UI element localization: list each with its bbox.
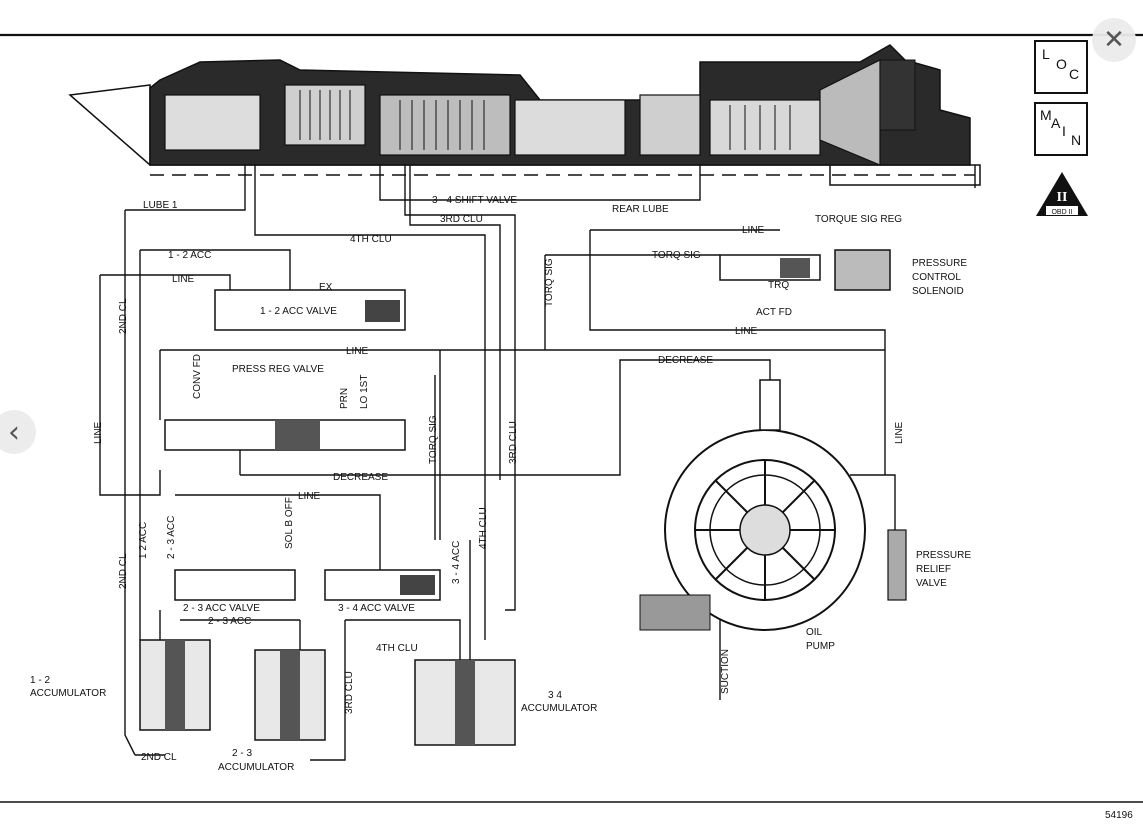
label-2nd-cl-b: 2ND CL bbox=[141, 752, 177, 763]
valve-bodies bbox=[164, 249, 891, 601]
label-torq-sig: TORQ SIG bbox=[652, 250, 701, 261]
label-1-2-acc: 1 - 2 ACC bbox=[168, 250, 211, 261]
label-torq-sig-v2: TORQ SIG bbox=[428, 415, 439, 464]
obd-roman: II bbox=[1057, 190, 1068, 205]
label-line-low: LINE bbox=[298, 491, 321, 502]
label-pcs-1: PRESSURE bbox=[912, 258, 967, 269]
label-accum12-1: 1 - 2 bbox=[30, 675, 50, 686]
label-1-2-acc-v: 1 2 ACC bbox=[138, 522, 149, 559]
label-oil-pump-1: OIL bbox=[806, 627, 823, 638]
label-pcs-2: CONTROL bbox=[912, 272, 961, 283]
label-2-3-acc: 2 - 3 ACC bbox=[166, 516, 177, 559]
label-line-right: LINE bbox=[735, 326, 758, 337]
label-rear-lube: REAR LUBE bbox=[612, 204, 669, 215]
label-line-vert-left: LINE bbox=[93, 421, 104, 444]
close-button[interactable]: ✕ bbox=[1092, 18, 1136, 62]
label-prv-1: PRESSURE bbox=[916, 550, 971, 561]
label-accum23-1: 2 - 3 bbox=[232, 748, 252, 759]
label-lo1st: LO 1ST bbox=[359, 375, 370, 409]
label-torque-sig-reg: TORQUE SIG REG bbox=[815, 214, 902, 225]
label-acc34-2: ACCUMULATOR bbox=[521, 703, 597, 714]
hydraulic-passages bbox=[99, 165, 896, 761]
main-icon[interactable]: M A I N bbox=[1034, 102, 1088, 156]
label-act-fd: ACT FD bbox=[756, 307, 792, 318]
label-prn: PRN bbox=[339, 388, 350, 409]
labels: LUBE 1 3 - 4 SHIFT VALVE REAR LUBE 3RD C… bbox=[30, 195, 1133, 821]
label-2nd-cl-v: 2ND CL bbox=[118, 553, 129, 589]
accumulators bbox=[139, 639, 516, 746]
label-line-left: LINE bbox=[172, 274, 195, 285]
label-line-top: LINE bbox=[742, 225, 765, 236]
label-lube1: LUBE 1 bbox=[143, 200, 178, 211]
label-press-reg: PRESS REG VALVE bbox=[232, 364, 324, 375]
label-2nd-cl: 2ND CL bbox=[118, 298, 129, 334]
label-pcs-3: SOLENOID bbox=[912, 286, 964, 297]
label-2-3-acc-valve: 2 - 3 ACC VALVE bbox=[183, 603, 260, 614]
obd-text: OBD II bbox=[1051, 209, 1072, 216]
label-4th-clu-v: 4TH CLU bbox=[478, 507, 489, 549]
figure-number: 54196 bbox=[1105, 810, 1133, 821]
loc-icon[interactable]: L O C bbox=[1034, 40, 1088, 94]
obd-ii-icon: II OBD II bbox=[1036, 172, 1088, 216]
label-3rd-clu-b: 3RD CLU bbox=[344, 671, 355, 714]
pressure-relief-valve bbox=[887, 529, 907, 601]
label-sol-b-off: SOL B OFF bbox=[284, 497, 295, 549]
transmission-cross-section bbox=[68, 44, 981, 188]
chevron-left-icon: ‹ bbox=[8, 414, 20, 450]
label-shift34: 3 - 4 SHIFT VALVE bbox=[432, 195, 517, 206]
label-4th-clu-b: 4TH CLU bbox=[376, 643, 418, 654]
close-icon: ✕ bbox=[1103, 25, 1125, 55]
previous-button[interactable]: ‹ bbox=[0, 410, 36, 454]
label-prv-2: RELIEF bbox=[916, 564, 951, 575]
label-2-3-acc-b: 2 - 3 ACC bbox=[208, 616, 251, 627]
label-3rd-clu-v: 3RD CLU bbox=[508, 421, 519, 464]
label-accum23-2: ACCUMULATOR bbox=[218, 762, 294, 773]
label-suction: SUCTION bbox=[720, 649, 731, 694]
label-3rd-clu: 3RD CLU bbox=[440, 214, 483, 225]
label-acc34-1: 3 4 bbox=[548, 690, 562, 701]
label-4th-clu: 4TH CLU bbox=[350, 234, 392, 245]
label-prv-3: VALVE bbox=[916, 578, 947, 589]
label-3-4-acc-v: 3 - 4 ACC bbox=[451, 541, 462, 584]
label-decrease-bot: DECREASE bbox=[333, 472, 388, 483]
label-oil-pump-2: PUMP bbox=[806, 641, 835, 652]
label-ex-1: EX bbox=[319, 282, 333, 293]
oil-pump bbox=[639, 379, 866, 631]
label-torq-sig-v: TORQ SIG bbox=[544, 258, 555, 307]
label-line-mid: LINE bbox=[346, 346, 369, 357]
label-trq: TRQ bbox=[768, 280, 789, 291]
label-line-vert-right: LINE bbox=[894, 421, 905, 444]
label-conv-fd: CONV FD bbox=[192, 354, 203, 399]
label-1-2-acc-valve: 1 - 2 ACC VALVE bbox=[260, 306, 337, 317]
label-accum12-2: ACCUMULATOR bbox=[30, 688, 106, 699]
label-decrease-top: DECREASE bbox=[658, 355, 713, 366]
label-3-4-acc-valve: 3 - 4 ACC VALVE bbox=[338, 603, 415, 614]
